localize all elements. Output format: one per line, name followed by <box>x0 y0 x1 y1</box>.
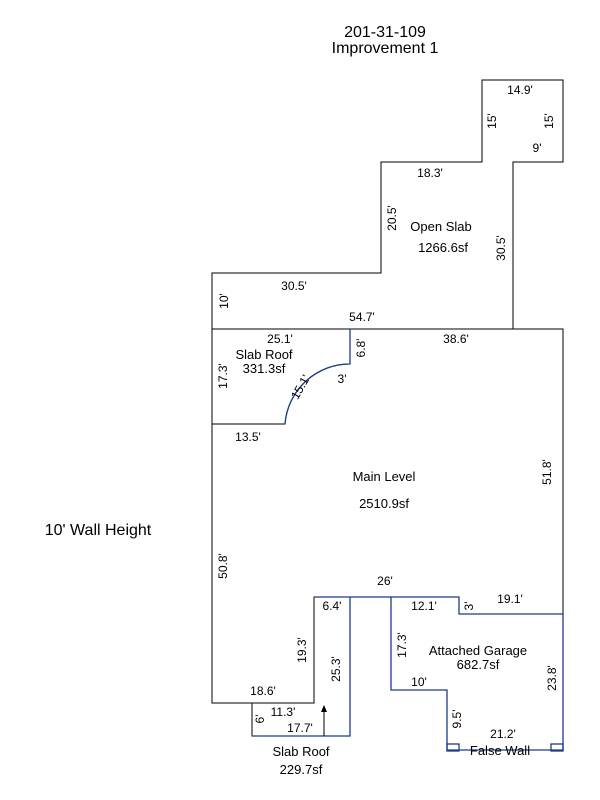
slab-roof-top-label: Slab Roof <box>235 347 292 362</box>
attached-garage-label: Attached Garage <box>429 643 527 658</box>
dim-label: 6' <box>253 715 267 724</box>
wall-height-note: 10' Wall Height <box>45 522 152 539</box>
open-slab-outline <box>211 79 564 329</box>
dim-label: 50.8' <box>216 553 230 579</box>
slab-roof-top-area: 331.3sf <box>243 361 286 376</box>
main-level-area: 2510.9sf <box>359 496 409 511</box>
dim-label: 54.7' <box>349 310 375 324</box>
dim-label: 21.2' <box>490 727 516 741</box>
dim-label: 9.5' <box>450 710 464 729</box>
slab-roof-bottom-label: Slab Roof <box>272 744 329 759</box>
slab-roof-bottom-accent <box>252 597 351 737</box>
dim-label: 10' <box>217 293 231 309</box>
dim-label: 11.3' <box>271 705 296 719</box>
dim-label: 18.6' <box>250 684 276 698</box>
false-wall-marker-right <box>550 743 564 752</box>
dim-label: 15' <box>542 113 556 129</box>
dim-label: 51.8' <box>540 459 554 485</box>
parcel-id: 201-31-109 <box>344 24 426 41</box>
false-wall-marker-left <box>446 743 460 752</box>
dim-label: 13.5' <box>235 430 261 444</box>
dim-label: 25.1' <box>267 332 293 346</box>
dim-label: 15' <box>485 113 499 129</box>
dim-label: 14.9' <box>507 83 533 97</box>
dim-label: 23.8' <box>545 665 559 691</box>
slab-roof-bottom-area: 229.7sf <box>280 762 323 777</box>
dim-label: 30.5' <box>494 235 508 261</box>
slab-roof-top-outline-accent <box>284 329 351 425</box>
dim-label: 6.8' <box>354 339 368 358</box>
dim-label: 18.3' <box>417 166 443 180</box>
dim-label: 17.3' <box>395 632 409 658</box>
main-level-label: Main Level <box>353 469 416 484</box>
improvement-label: Improvement 1 <box>332 40 439 57</box>
false-wall-label: False Wall <box>470 743 530 758</box>
dim-label: 19.3' <box>295 637 309 663</box>
dim-label: 3' <box>338 372 347 386</box>
dim-label: 20.5' <box>385 205 399 231</box>
dim-label: 38.6' <box>443 332 469 346</box>
dim-label: 26' <box>377 574 393 588</box>
attached-garage-outline <box>390 596 564 751</box>
open-slab-area: 1266.6sf <box>418 240 468 255</box>
dim-label: 10' <box>411 675 427 689</box>
dim-label: 6.4' <box>323 599 342 613</box>
dim-label: 17.7' <box>287 721 313 735</box>
dim-label: 25.3' <box>329 656 343 682</box>
attached-garage-area: 682.7sf <box>457 657 500 672</box>
slab-roof-pointer-head <box>321 705 327 712</box>
dim-label: 12.1' <box>411 599 437 613</box>
open-slab-label: Open Slab <box>410 219 471 234</box>
dim-label: 9' <box>533 141 542 155</box>
dim-label: 17.3' <box>216 363 230 389</box>
dim-label: 19.1' <box>497 592 523 606</box>
dim-label: 15.1' <box>288 372 313 401</box>
dim-label: 30.5' <box>281 279 307 293</box>
dim-label: 3' <box>462 602 476 611</box>
